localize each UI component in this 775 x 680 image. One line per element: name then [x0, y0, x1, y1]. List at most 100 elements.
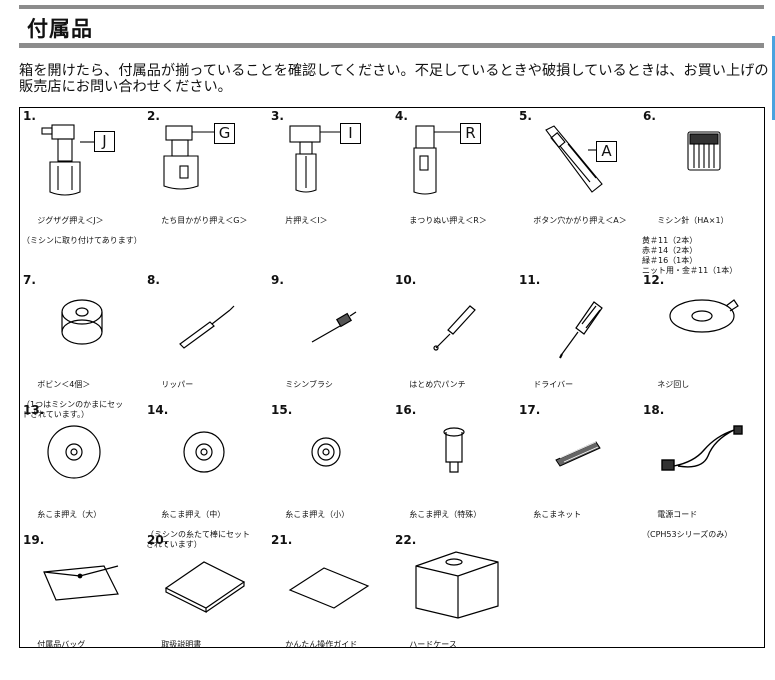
item-number: 9. [271, 273, 284, 287]
item-caption: 付属品バッグ [37, 640, 86, 649]
foot-letter-label: A [596, 141, 617, 162]
foot-letter-label: G [214, 123, 235, 144]
blindstitch-foot-icon: R [392, 122, 516, 200]
disc-screwdriver-icon [640, 286, 764, 364]
item-caption: まつりぬい押え＜R＞ [409, 216, 487, 225]
item-caption: かんたん操作ガイド [285, 640, 358, 649]
item-bobbins: 7. ボビン＜4個＞ （1つはミシンのかまにセッ トされています。） [20, 272, 144, 419]
needle-pack-icon [640, 122, 764, 200]
item-caption: ボビン＜4個＞ [37, 380, 91, 389]
item-number: 20. [147, 533, 169, 547]
item-operation-manual: 20. 取扱説明書 [144, 532, 268, 665]
item-spool-cap-large: 13. 糸こま押え（大） [20, 402, 144, 535]
item-number: 4. [395, 109, 408, 123]
item-caption: たち目かがり押え＜G＞ [161, 216, 248, 225]
item-quick-guide: 21. かんたん操作ガイド [268, 532, 392, 665]
buttonhole-foot-icon: A [516, 122, 640, 200]
zipper-foot-icon: I [268, 122, 392, 200]
item-caption: ドライバー [533, 380, 574, 389]
item-number: 15. [271, 403, 293, 417]
item-zigzag-foot: 1. J ジグザグ押え＜J＞ （ミシンに取り付けてあります） [20, 108, 144, 245]
intro-text: 箱を開けたら、付属品が揃っていることを確認してください。不足しているときや破損し… [19, 63, 769, 95]
item-zipper-foot: 3. I 片押え＜I＞ [268, 108, 392, 241]
screwdriver-icon [516, 286, 640, 364]
item-spool-cap-small: 15. 糸こま押え（小） [268, 402, 392, 535]
item-screwdriver: 11. ドライバー [516, 272, 640, 405]
item-caption: 糸こま押え（中） [161, 510, 226, 519]
item-blindstitch-foot: 4. R まつりぬい押え＜R＞ [392, 108, 516, 241]
item-number: 5. [519, 109, 532, 123]
item-needles: 6. ミシン針（HA×1） 黄＃11（2本） 赤＃14（2本） 緑＃16（1本）… [640, 108, 764, 275]
item-subcaption: 黄＃11（2本） 赤＃14（2本） 緑＃16（1本） ニット用・金＃11（1本） [642, 236, 738, 275]
foot-letter-label: J [94, 131, 115, 152]
item-number: 13. [23, 403, 45, 417]
item-caption: 糸こま押え（小） [285, 510, 350, 519]
item-caption: ミシンブラシ [285, 380, 333, 389]
spool-cap-special-icon [392, 416, 516, 494]
item-number: 6. [643, 109, 656, 123]
seam-ripper-icon [144, 286, 268, 364]
item-caption: 糸こま押え（大） [37, 510, 102, 519]
eyelet-punch-icon [392, 286, 516, 364]
item-caption: 片押え＜I＞ [285, 216, 328, 225]
item-number: 22. [395, 533, 417, 547]
item-caption: はとめ穴パンチ [409, 380, 466, 389]
item-number: 16. [395, 403, 417, 417]
accessory-bag-icon [20, 546, 144, 624]
item-caption: 糸こま押え（特殊） [409, 510, 482, 519]
item-seam-ripper: 8. リッパー [144, 272, 268, 405]
manual-icon [144, 546, 268, 624]
cleaning-brush-icon [268, 286, 392, 364]
item-spool-cap-medium: 14. 糸こま押え（中） （ミシンの糸たて棒にセット されています） [144, 402, 268, 549]
item-number: 7. [23, 273, 36, 287]
zigzag-foot-icon: J [20, 122, 144, 200]
item-number: 17. [519, 403, 541, 417]
item-disc-screwdriver: 12. ネジ回し [640, 272, 764, 405]
item-buttonhole-foot: 5. A ボタン穴かがり押え＜A＞ [516, 108, 640, 241]
item-subcaption: （ミシンに取り付けてあります） [22, 236, 142, 245]
overcasting-foot-icon: G [144, 122, 268, 200]
item-number: 21. [271, 533, 293, 547]
item-caption: ミシン針（HA×1） [657, 216, 729, 225]
item-number: 14. [147, 403, 169, 417]
item-caption: ハードケース [409, 640, 457, 649]
foot-letter-label: R [460, 123, 481, 144]
item-subcaption: （ミシンの糸たて棒にセット されています） [146, 530, 250, 549]
bobbin-icon [20, 286, 144, 364]
item-caption: ジグザグ押え＜J＞ [37, 216, 104, 225]
item-power-cord: 18. 電源コード （CPH53シリーズのみ） [640, 402, 764, 539]
item-number: 18. [643, 403, 665, 417]
item-hard-case: 22. ハードケース [392, 532, 516, 665]
spool-cap-large-icon [20, 416, 144, 494]
spool-cap-small-icon [268, 416, 392, 494]
item-accessory-bag: 19. 付属品バッグ [20, 532, 144, 665]
item-number: 3. [271, 109, 284, 123]
item-caption: ボタン穴かがり押え＜A＞ [533, 216, 627, 225]
item-caption: 電源コード [657, 510, 698, 519]
spool-cap-medium-icon [144, 416, 268, 494]
item-caption: 糸こまネット [533, 510, 582, 519]
item-number: 2. [147, 109, 160, 123]
item-caption: リッパー [161, 380, 194, 389]
hard-case-icon [392, 546, 516, 624]
item-number: 12. [643, 273, 665, 287]
top-rule [19, 5, 764, 9]
item-cleaning-brush: 9. ミシンブラシ [268, 272, 392, 405]
power-cord-icon [640, 416, 764, 494]
accessory-grid: 1. J ジグザグ押え＜J＞ （ミシンに取り付けてあります） 2. G たち目か… [19, 107, 765, 649]
item-caption: ネジ回し [657, 380, 690, 389]
item-overcasting-foot: 2. G たち目かがり押え＜G＞ [144, 108, 268, 241]
item-number: 1. [23, 109, 36, 123]
item-caption: 取扱説明書 [161, 640, 202, 649]
spool-net-icon [516, 416, 640, 494]
item-spool-cap-special: 16. 糸こま押え（特殊） [392, 402, 516, 535]
foot-letter-label: I [340, 123, 361, 144]
item-number: 10. [395, 273, 417, 287]
item-number: 19. [23, 533, 45, 547]
item-spool-net: 17. 糸こまネット [516, 402, 640, 535]
page-title: 付属品 [27, 17, 93, 41]
heading-rule [19, 43, 764, 48]
item-subcaption: （1つはミシンのかまにセッ トされています。） [22, 400, 124, 419]
item-number: 11. [519, 273, 541, 287]
side-marker [772, 36, 775, 120]
